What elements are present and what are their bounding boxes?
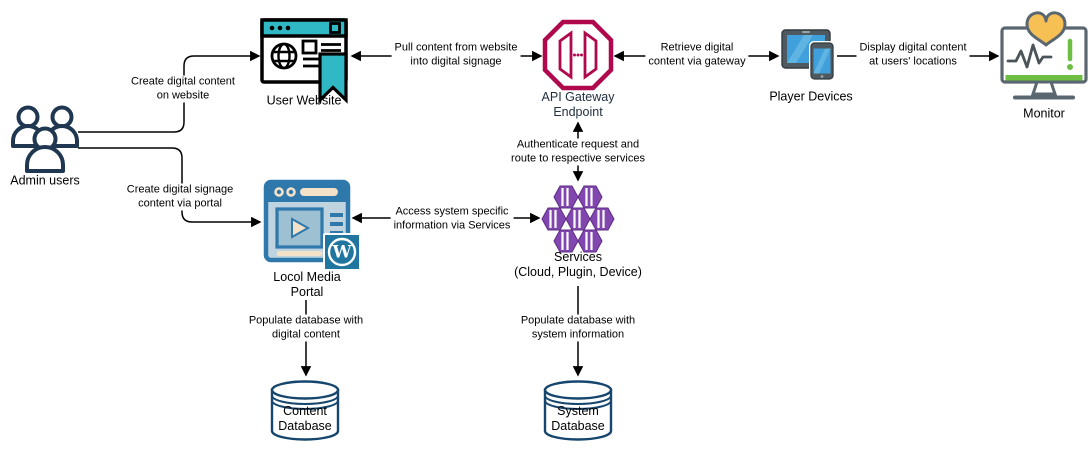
service-hex <box>553 185 579 209</box>
heartbeat-line <box>1006 43 1053 69</box>
edge-label-create-signage: Create digital signage content via porta… <box>123 183 237 211</box>
service-hex <box>589 207 615 231</box>
service-hex <box>577 229 603 253</box>
gateway-dots <box>573 53 583 57</box>
monitor-stand <box>1030 80 1058 96</box>
api-gateway-icon <box>542 19 614 91</box>
content-database-icon <box>270 380 340 441</box>
play-icon <box>291 217 311 239</box>
system-database-label: System Database <box>551 404 605 433</box>
edge-label-access-info: Access system specific information via S… <box>390 205 514 233</box>
player-devices-icon <box>781 29 835 81</box>
globe-icon <box>270 42 298 70</box>
monitor-icon <box>1000 11 1088 100</box>
service-hex <box>565 207 591 231</box>
system-database-icon <box>543 380 613 441</box>
heart-icon <box>1025 11 1067 47</box>
user-website-icon <box>260 18 348 104</box>
edge-label-display-content: Display digital content at users' locati… <box>856 41 970 69</box>
bookmark-icon <box>318 52 348 104</box>
edge-label-authenticate: Authenticate request and route to respec… <box>508 138 648 166</box>
services-label: Services (Cloud, Plugin, Device) <box>514 250 642 279</box>
player-devices-label: Player Devices <box>769 89 853 104</box>
wordpress-logo-icon <box>327 237 357 267</box>
browser-dots <box>269 25 291 31</box>
edge-label-pull-content: Pull content from website into digital s… <box>391 41 521 69</box>
api-gateway-label: API Gateway Endpoint <box>541 90 615 119</box>
edge-label-retrieve-content: Retrieve digital content via gateway <box>645 41 749 69</box>
service-hex <box>541 207 567 231</box>
services-icon <box>541 185 615 253</box>
content-database-label: Content Database <box>278 404 332 433</box>
user-website-label: User Website <box>266 93 342 108</box>
media-portal-label: Locol Media Portal <box>273 270 341 299</box>
edge-label-populate-content: Populate database with digital content <box>245 314 367 342</box>
wordpress-w-letter: W <box>332 242 352 263</box>
admin-users-label: Admin users <box>10 173 80 188</box>
service-hex <box>577 185 603 209</box>
admin-users-icon <box>11 105 79 173</box>
service-hex <box>553 229 579 253</box>
media-portal-icon <box>263 179 361 271</box>
text-lines <box>303 43 341 68</box>
browser-header <box>260 18 348 38</box>
edge-label-create-content: Create digital content on website <box>128 75 238 103</box>
edge-label-populate-system: Populate database with system informatio… <box>517 314 639 342</box>
monitor-label: Monitor <box>1023 106 1065 121</box>
